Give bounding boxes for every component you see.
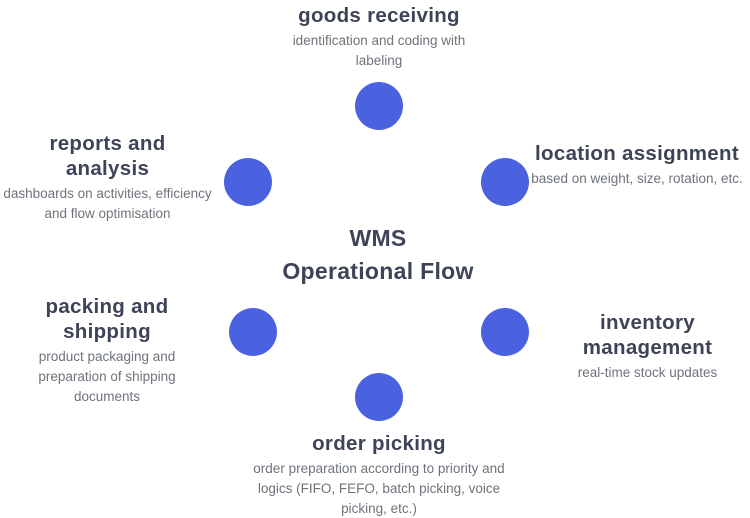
node-description-packing-and-shipping: product packaging and preparation of shi… <box>38 349 176 404</box>
node-label-goods-receiving: goods receiving <box>298 4 460 27</box>
node-packing-and-shipping: packing and shipping product packaging a… <box>2 294 212 407</box>
node-circle-inventory-management <box>481 308 529 356</box>
node-inventory-management: inventory management real-time stock upd… <box>560 310 735 383</box>
node-label-location-assignment: location assignment <box>535 142 739 165</box>
node-reports-and-analysis: reports and analysis dashboards on activ… <box>0 131 215 224</box>
node-location-assignment: location assignment based on weight, siz… <box>526 141 748 189</box>
node-circle-order-picking <box>355 373 403 421</box>
diagram-title: WMS Operational Flow <box>253 222 503 288</box>
node-circle-packing-and-shipping <box>229 308 277 356</box>
diagram-title-line2: Operational Flow <box>282 258 474 284</box>
node-circle-location-assignment <box>481 158 529 206</box>
node-description-order-picking: order preparation according to priority … <box>253 461 505 516</box>
node-label-inventory-management: inventory management <box>582 311 713 359</box>
diagram-title-line1: WMS <box>349 225 407 251</box>
node-order-picking: order picking order preparation accordin… <box>244 431 514 518</box>
node-description-inventory-management: real-time stock updates <box>577 365 718 380</box>
node-description-goods-receiving: identification and coding with labeling <box>292 33 466 68</box>
node-circle-reports-and-analysis <box>224 158 272 206</box>
node-circle-goods-receiving <box>355 82 403 130</box>
node-label-packing-and-shipping: packing and shipping <box>45 295 169 343</box>
node-description-location-assignment: based on weight, size, rotation, etc. <box>531 171 743 186</box>
node-label-order-picking: order picking <box>312 432 446 455</box>
node-label-reports-and-analysis: reports and analysis <box>49 132 166 180</box>
node-description-reports-and-analysis: dashboards on activities, efficiency and… <box>3 186 212 221</box>
node-goods-receiving: goods receiving identification and codin… <box>229 3 529 71</box>
